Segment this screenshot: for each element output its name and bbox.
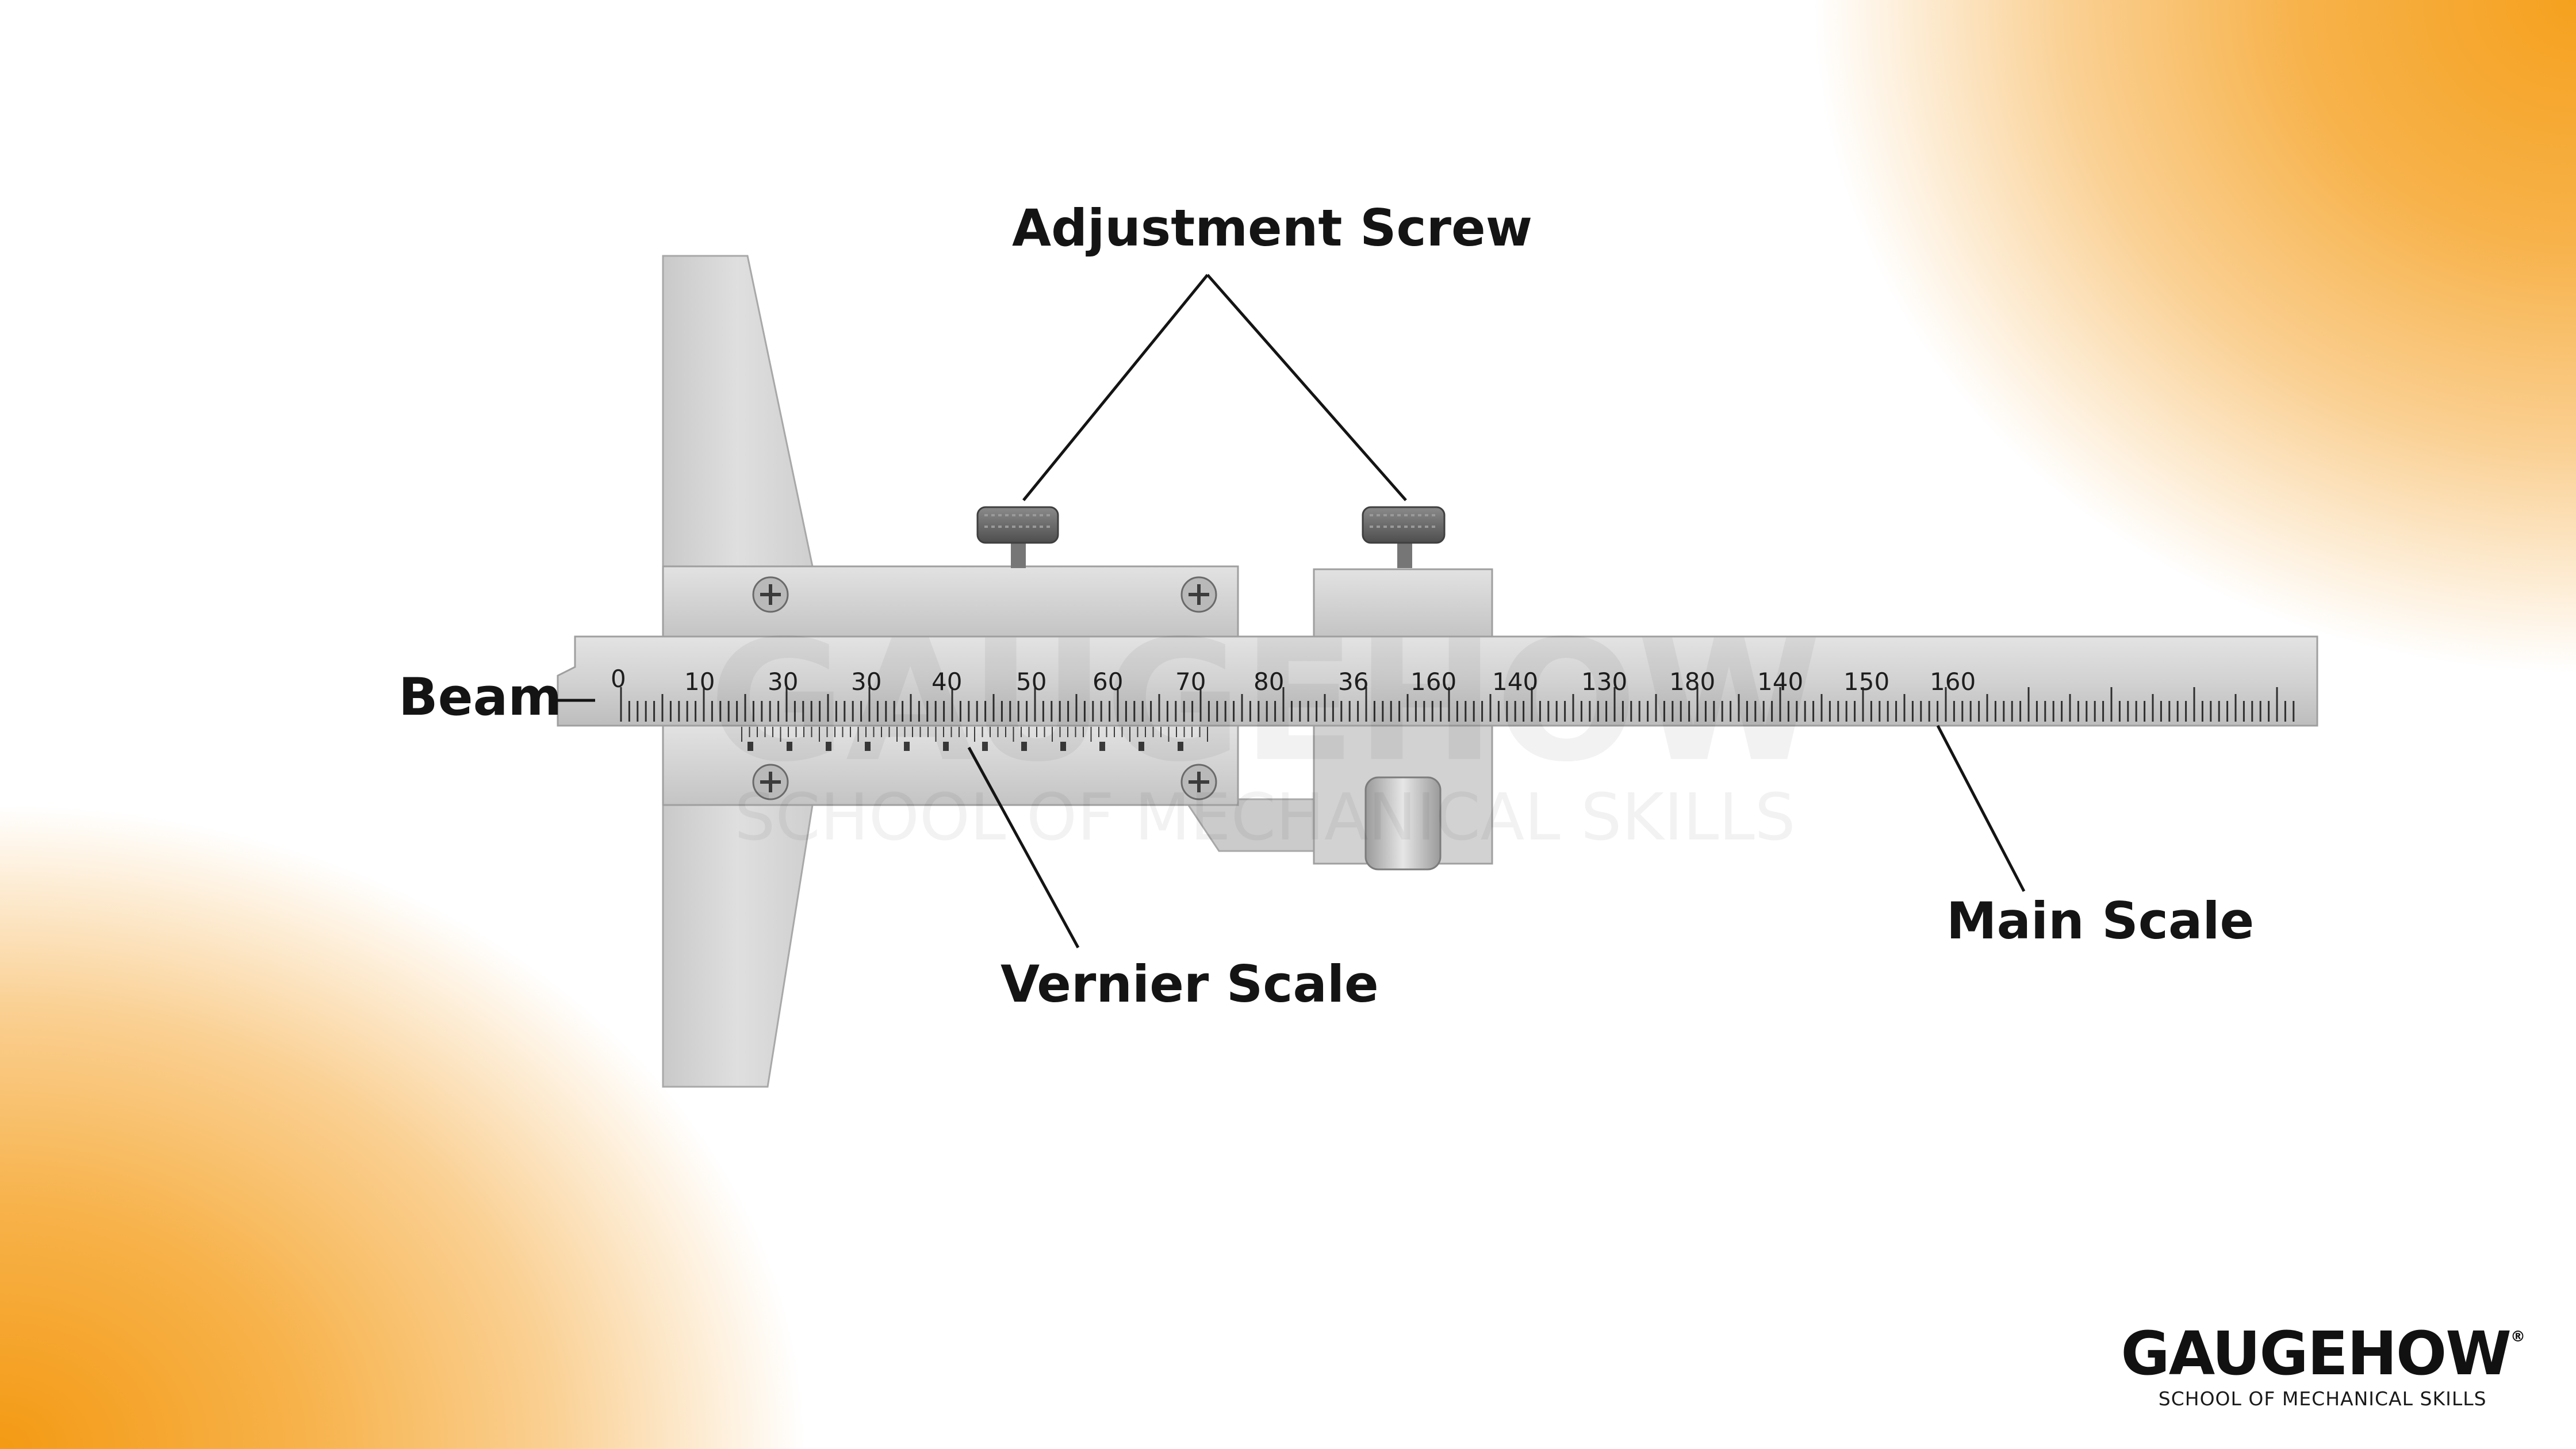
fine-adjust-roller [1364, 776, 1442, 871]
main-scale-number: 0 [611, 665, 626, 693]
body-screw [1180, 764, 1217, 800]
logo-brand-text: GAUGEHOW [2121, 1318, 2512, 1389]
main-scale-number: 130 [1581, 668, 1627, 696]
logo-brand: GAUGEHOW® [2121, 1322, 2525, 1385]
main-scale-number: 10 [684, 668, 715, 696]
vernier-scale-mark [1178, 742, 1183, 751]
leader-line [1936, 724, 2026, 892]
vernier-scale-mark [904, 742, 910, 751]
beam-label: Beam [398, 667, 562, 727]
main-scale-number: 50 [1016, 668, 1046, 696]
logo-tagline: SCHOOL OF MECHANICAL SKILLS [2158, 1387, 2487, 1410]
vernier-scale-mark [1099, 742, 1105, 751]
vernier-scale-mark [1060, 742, 1066, 751]
main-scale-number: 60 [1092, 668, 1123, 696]
vernier-scale-mark [943, 742, 949, 751]
main-scale-ticks [620, 687, 2295, 722]
body-screw [752, 576, 789, 613]
clamp-block-upper [1313, 568, 1493, 638]
leader-line [967, 746, 1080, 949]
watermark-subtitle: SCHOOL OF MECHANICAL SKILLS [734, 780, 1796, 855]
vernier-scale-mark [747, 742, 753, 751]
gaugehow-logo: GAUGEHOW® SCHOOL OF MECHANICAL SKILLS [2121, 1322, 2525, 1410]
main-scale-number: 80 [1254, 668, 1284, 696]
vernier-scale-mark [982, 742, 988, 751]
main-scale-number: 30 [768, 668, 798, 696]
watermark-title: GAUGEHOW [709, 605, 1821, 799]
vernier-scale-mark [787, 742, 792, 751]
body-screw [1180, 576, 1217, 613]
depth-blade-upper [662, 255, 814, 568]
adjustment-screw-knob [1362, 506, 1446, 568]
leader-line [1022, 274, 1209, 501]
logo-registered-mark: ® [2510, 1328, 2525, 1346]
leader-line [1206, 274, 1407, 501]
main-scale-number: 160 [1410, 668, 1456, 696]
main-scale-number: 36 [1338, 668, 1368, 696]
vernier-scale-mark [1021, 742, 1027, 751]
main-scale-number: 140 [1757, 668, 1803, 696]
main-scale-label: Main Scale [1946, 891, 2255, 950]
main-scale-numbers: 0 10 30 30 40 50 60 70 80 36 160 140 130… [611, 665, 1976, 696]
vernier-scale-ticks [741, 727, 1208, 742]
vernier-scale-label: Vernier Scale [1000, 954, 1379, 1014]
main-scale-number: 30 [851, 668, 881, 696]
main-scale-number: 150 [1843, 668, 1889, 696]
main-scale-number: 180 [1669, 668, 1715, 696]
adjustment-screw-label: Adjustment Screw [1012, 198, 1533, 258]
vernier-scale-marks [747, 742, 1183, 751]
leader-lines [554, 274, 2026, 949]
body-screw [752, 764, 789, 800]
vernier-scale-mark [826, 742, 831, 751]
vernier-scale-mark [865, 742, 871, 751]
vernier-scale-mark [1138, 742, 1144, 751]
main-scale-number: 70 [1175, 668, 1206, 696]
main-scale-number: 140 [1492, 668, 1538, 696]
adjustment-screw-knob [976, 506, 1059, 568]
beam [557, 635, 2318, 727]
main-scale-number: 160 [1930, 668, 1976, 696]
main-scale-number: 40 [931, 668, 962, 696]
